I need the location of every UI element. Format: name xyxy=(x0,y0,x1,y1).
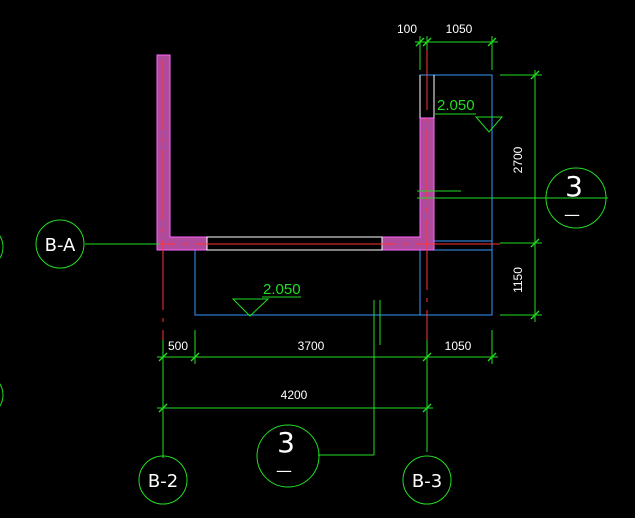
axis-bubble-ba[interactable] xyxy=(35,219,85,269)
dim-bottom-4200: 4200 xyxy=(281,388,308,402)
dim-bottom-1050: 1050 xyxy=(445,339,472,353)
u-shaped-wall[interactable] xyxy=(156,54,435,251)
section-bottom-dash: — xyxy=(276,461,292,480)
dim-bottom-3700: 3700 xyxy=(298,339,325,353)
axis-label-ba: B-A xyxy=(45,235,76,256)
axis-bubbles[interactable] xyxy=(35,167,607,505)
offscreen-axis-circle-lower xyxy=(0,383,4,407)
elev-lower-triangle xyxy=(231,298,270,317)
dimension-lines xyxy=(85,36,608,458)
dim-right-2700: 2700 xyxy=(511,146,525,173)
dim-bottom-500: 500 xyxy=(168,339,188,353)
axis-label-b2: B-2 xyxy=(148,471,178,492)
elev-lower-label: 2.050 xyxy=(263,281,301,298)
elev-upper-triangle xyxy=(474,116,504,133)
section-bubble-right[interactable] xyxy=(545,167,607,229)
dim-top-100: 100 xyxy=(397,22,417,36)
axis-label-b3: B-3 xyxy=(412,471,442,492)
dim-right-1150: 1150 xyxy=(511,267,525,293)
dim-top-1050: 1050 xyxy=(446,22,473,36)
dimension-ticks xyxy=(158,37,540,413)
section-bubble-bottom[interactable] xyxy=(256,424,320,488)
elev-upper-label: 2.050 xyxy=(437,97,475,114)
offscreen-axis-circle-upper xyxy=(0,235,4,259)
section-bottom-number: 3 xyxy=(277,426,295,459)
axis-bubble-b3[interactable] xyxy=(402,455,452,505)
section-right-number: 3 xyxy=(565,170,583,203)
section-right-dash: — xyxy=(564,205,580,224)
axis-bubble-b2[interactable] xyxy=(138,455,188,505)
